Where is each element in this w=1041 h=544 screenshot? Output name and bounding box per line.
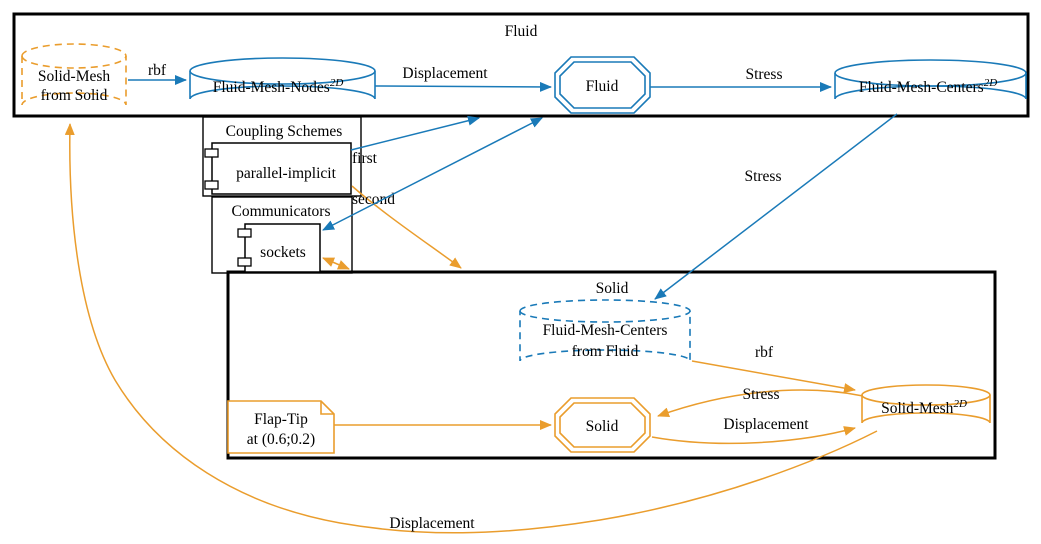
first-edge-label: first	[352, 150, 378, 167]
solid-mesh-from-solid-line2: from Solid	[41, 87, 108, 104]
fluid-mesh-centers-label: Fluid-Mesh-Centers2D	[859, 77, 997, 96]
rbf-solid-edge	[691, 360, 856, 393]
solid-solver-octagon: Solid	[554, 397, 651, 453]
coupling-schemes-group: Coupling Schemes parallel-implicit	[202, 116, 362, 197]
stress-fluid-label: Stress	[745, 66, 782, 83]
displacement-fluid-edge	[374, 81, 552, 92]
coupling-schemes-title: Coupling Schemes	[226, 123, 343, 140]
solid-mesh-from-solid-cylinder: Solid-Mesh from Solid	[21, 43, 127, 106]
flap-tip-line1: Flap-Tip	[254, 411, 308, 428]
uml-component-tab-icon	[237, 228, 252, 238]
communicators-group: Communicators sockets	[211, 196, 353, 274]
coupling-scheme-label: parallel-implicit	[236, 165, 337, 182]
stress-exchange-edge	[654, 113, 898, 300]
solid-mesh-from-solid-line1: Solid-Mesh	[38, 68, 111, 85]
fluid-solver-octagon: Fluid	[554, 56, 651, 114]
solid-participant-title: Solid	[596, 280, 629, 297]
stress-solid-edge	[657, 389, 864, 418]
fluid-solver-label: Fluid	[586, 78, 619, 95]
fluid-mesh-nodes-cylinder: Fluid-Mesh-Nodes2D	[189, 57, 376, 100]
displacement-exchange-edge	[64, 123, 878, 534]
uml-component-tab-icon	[204, 180, 219, 190]
uml-component-tab-icon	[237, 257, 252, 267]
solid-mesh-cylinder: Solid-Mesh2D	[861, 384, 991, 424]
displacement-solid-label: Displacement	[723, 416, 809, 433]
fluid-mesh-nodes-label: Fluid-Mesh-Nodes2D	[213, 77, 344, 96]
flap-tip-line2: at (0.6;0.2)	[247, 431, 315, 448]
second-edge-label: second	[352, 191, 395, 208]
first-edge	[350, 115, 480, 151]
fluid-mesh-centers-from-fluid-line1: Fluid-Mesh-Centers	[543, 322, 668, 339]
solid-solver-label: Solid	[586, 418, 619, 435]
rbf-fluid-label: rbf	[148, 62, 167, 79]
m2n-fluid-edge	[322, 117, 543, 231]
uml-component-tab-icon	[204, 148, 219, 158]
m2n-solid-edge	[322, 257, 350, 270]
displacement-fluid-label: Displacement	[402, 65, 488, 82]
displacement-exchange-label: Displacement	[389, 515, 475, 532]
rbf-solid-label: rbf	[755, 344, 774, 361]
fluid-participant-title: Fluid	[505, 23, 538, 40]
communicator-component	[244, 223, 321, 273]
fluid-mesh-centers-from-fluid-cylinder: Fluid-Mesh-Centers from Fluid	[519, 299, 691, 362]
displacement-solid-edge	[651, 426, 856, 445]
stress-exchange-label: Stress	[744, 168, 781, 185]
fluid-mesh-centers-cylinder: Fluid-Mesh-Centers2D	[834, 59, 1027, 100]
communicators-box	[211, 196, 353, 274]
communicator-label: sockets	[260, 244, 306, 261]
solid-mesh-label: Solid-Mesh2D	[881, 398, 967, 417]
stress-solid-label: Stress	[742, 386, 779, 403]
communicators-title: Communicators	[231, 203, 330, 220]
flap-tip-watchpoint-note: Flap-Tip at (0.6;0.2)	[227, 400, 335, 454]
fluid-mesh-centers-from-fluid-line2: from Fluid	[572, 343, 639, 360]
